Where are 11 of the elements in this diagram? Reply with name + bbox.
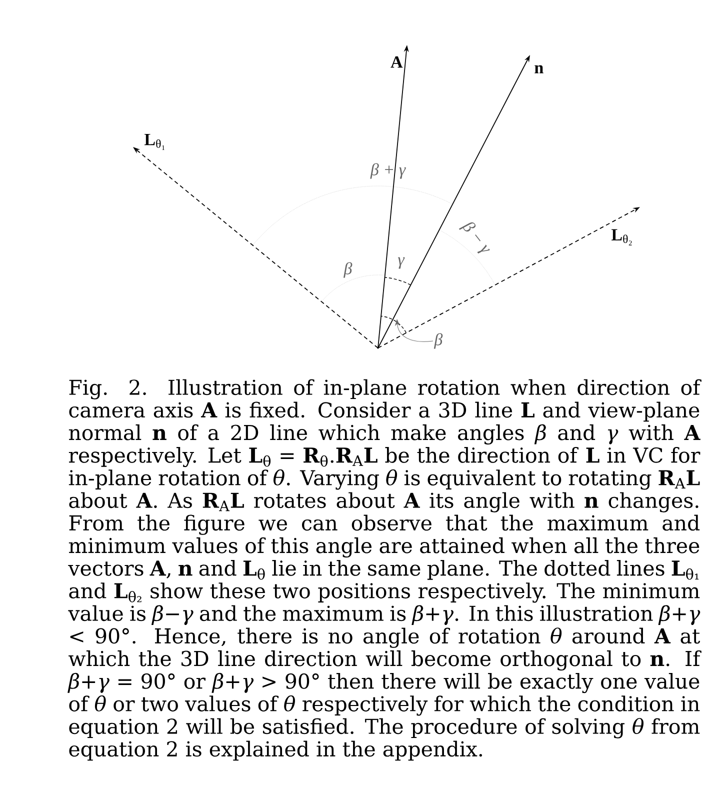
angle-label: β — [434, 333, 443, 349]
vector-label: L$_{θ₁}$ — [144, 134, 165, 150]
vector-label: A — [390, 56, 403, 68]
angle-label: β + γ — [370, 163, 406, 179]
angle-label: γ — [398, 257, 405, 269]
vector-label: L$_{θ₂}$ — [612, 229, 632, 246]
angle-label: β − γ — [458, 222, 490, 254]
leader-line — [395, 320, 434, 342]
vector-label: n — [534, 65, 544, 74]
angle-label: β — [344, 262, 352, 278]
caption: Fig. 2. Illustration of in-plane rotation when direction of camera axis A is fixed. Consider a 3D line L and view-plane normal n of a 2D line which make angles β and γ with A respectively. Let L$_{θ}$ = R$_{θ}$.R$_{A}$L be the direction of L in VC for in-plane rotation of θ. Varying θ is equivalent to rotating R$_{A}$L about A. As R$_{A}$L rotates about A its angle with n changes. From the figure we can observe that the maximum and minimum values of this angle are attained when all the three vectors A, n and L$_{θ}$ lie in the same plane. The dotted lines L$_{θ₁}$ and L$_{θ₂}$ show these two positions respectively. The minimum value is β−γ and the maximum is β+γ. In this illustration β+γ < 90°. Hence, there is no angle of rotation θ around A at which the 3D line direction will become orthogonal to n. If β+γ = 90° or β+γ > 90° then there will be exactly one value of θ or two values of θ respectively for which the condition in equation 2 will be satisfied. The procedure of solving θ from equation 2 is explained in the appendix. — [68, 379, 702, 761]
